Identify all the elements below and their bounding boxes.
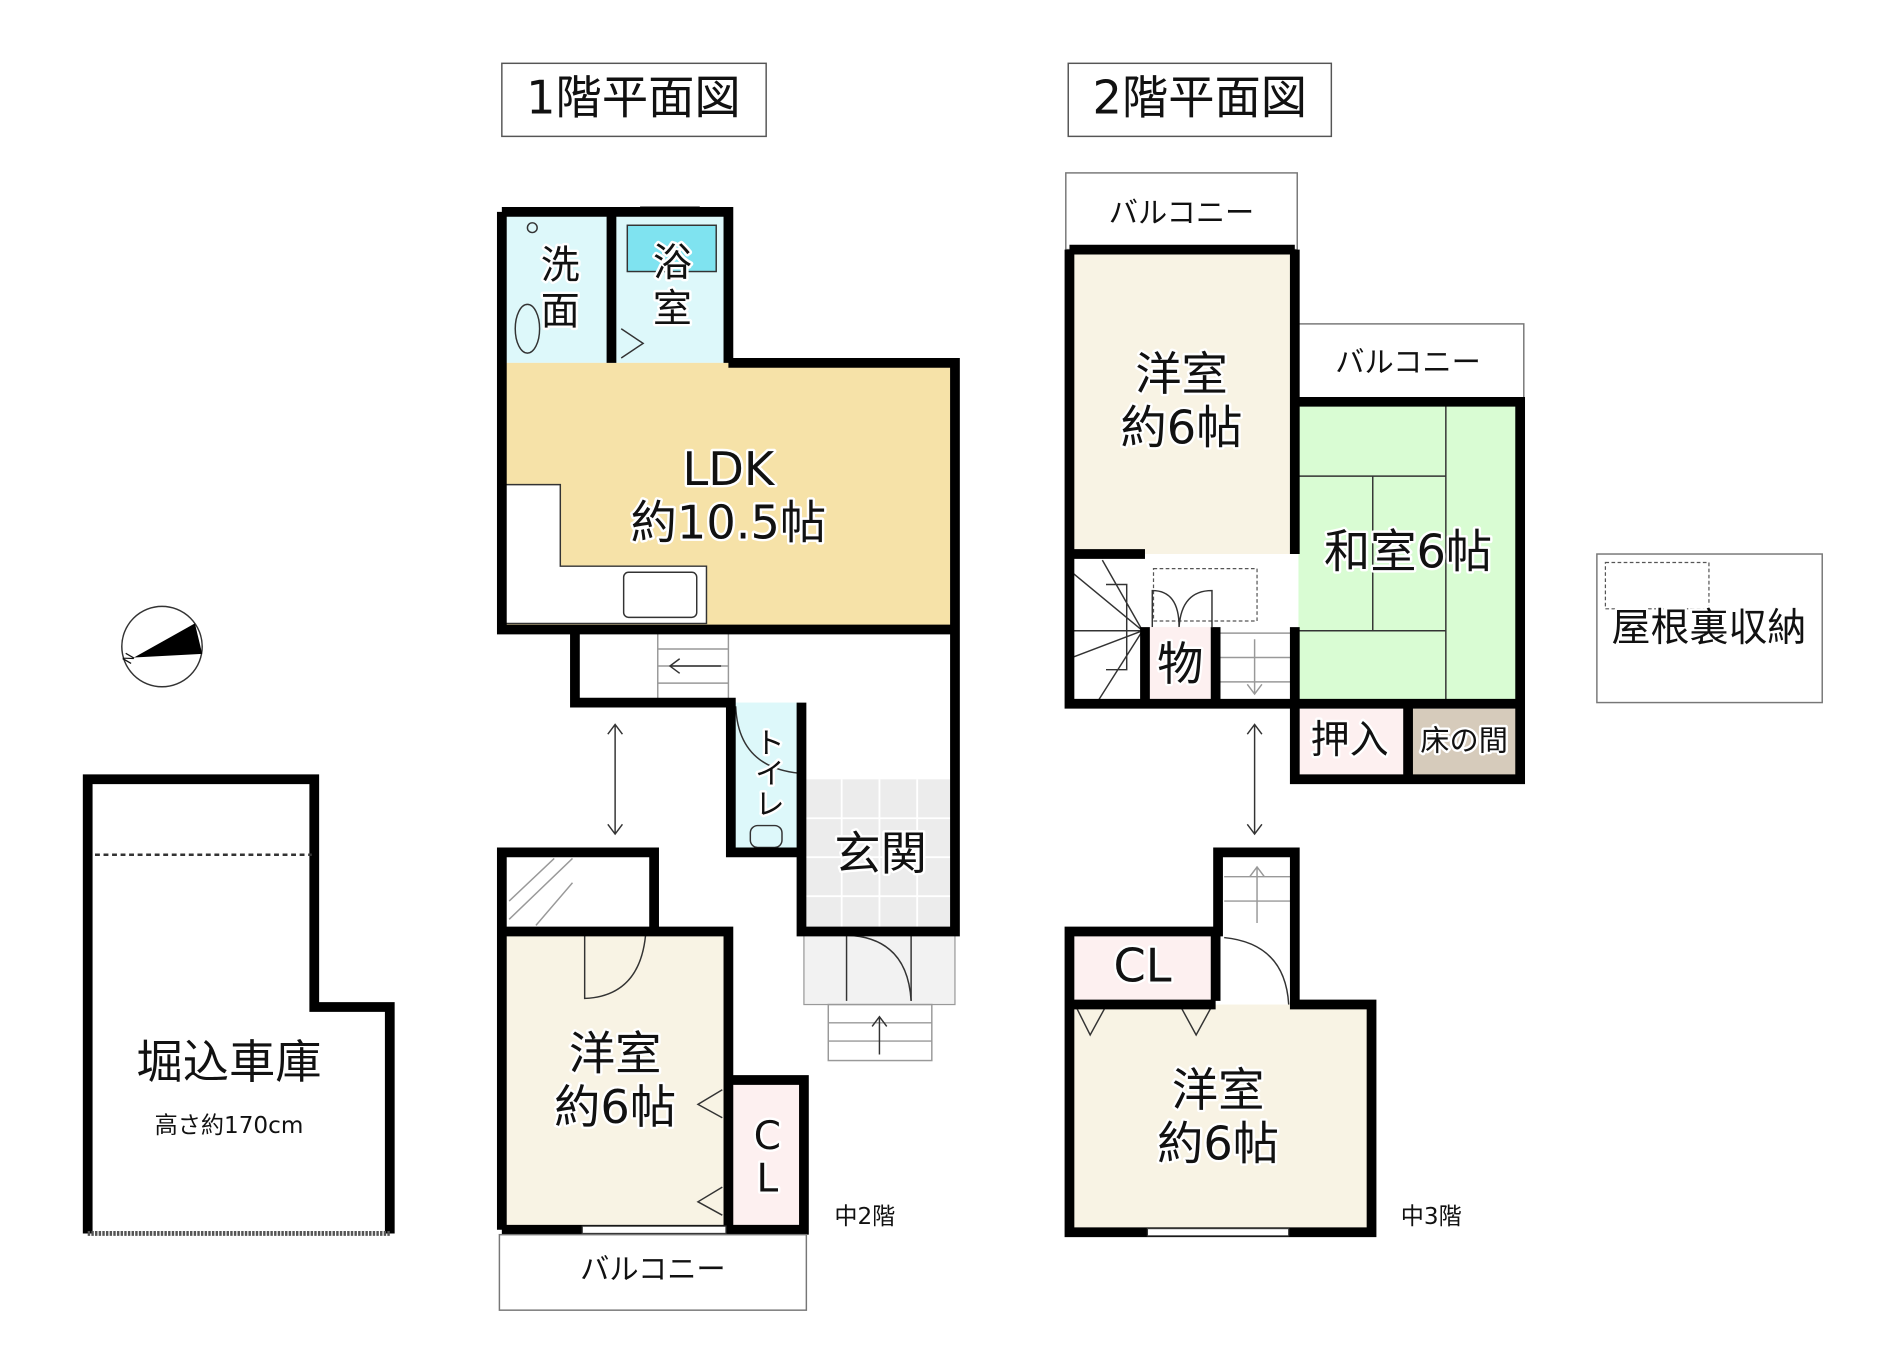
title-floor1: 1階平面図: [501, 62, 767, 138]
tokonoma: [1410, 708, 1521, 780]
balcony-f1: [498, 1233, 808, 1311]
room-western-f2-bottom: [1069, 1004, 1372, 1233]
balcony-f2-right-label: バルコニー: [1335, 345, 1481, 379]
mezzanine-2-label: 中2階: [834, 1204, 895, 1230]
western-f2-bottom-size: 約6帖: [1157, 1117, 1279, 1171]
title-floor1-text: 1階平面図: [526, 71, 741, 125]
tokonoma-label: 床の間: [1420, 724, 1508, 758]
closet-f1-label-1: C: [754, 1114, 781, 1159]
balcony-f2-top-label: バルコニー: [1109, 195, 1255, 229]
balcony-f2-right: [1297, 323, 1525, 403]
closet-f1: [728, 1080, 804, 1230]
toilet-label-3: レ: [755, 787, 784, 821]
room-japanese: [1298, 401, 1521, 704]
attic-label: 屋根裏収納: [1611, 606, 1806, 651]
balcony-f2-top: [1065, 172, 1298, 251]
garage-height: 高さ約170cm: [155, 1113, 304, 1139]
bath-label-2: 室: [653, 287, 692, 332]
north-compass-icon: N: [121, 605, 203, 688]
wash-label-2: 面: [541, 290, 580, 335]
western-f1-size: 約6帖: [554, 1080, 676, 1134]
title-floor2-text: 2階平面図: [1093, 71, 1308, 125]
room-wash: [501, 211, 612, 363]
garage: 堀込車庫 高さ約170cm: [82, 774, 395, 1236]
room-western-f2-top: [1069, 249, 1292, 555]
closet-f2: [1069, 931, 1216, 1001]
mezzanine-3-label: 中3階: [1401, 1204, 1462, 1230]
closet-f2-label: CL: [1113, 939, 1171, 993]
room-western-f1: [501, 931, 729, 1230]
closet-f1-label-2: L: [757, 1157, 779, 1202]
room-toilet: [728, 702, 802, 853]
oshiire: [1294, 708, 1409, 780]
oshiire-label: 押入: [1311, 718, 1389, 763]
bathtub: [626, 224, 717, 273]
attic-storage: 屋根裏収納: [1596, 553, 1823, 704]
toilet-label-1: ト: [755, 726, 784, 760]
entry-steps: [827, 1003, 933, 1062]
western-f2-bottom-label: 洋室: [1172, 1063, 1265, 1117]
storage-label: 物: [1157, 637, 1203, 691]
floor1-plan: 洗 面 浴 室 LDK 約10.5帖 ト イ レ 玄関: [496, 206, 960, 1311]
storage-room: [1144, 627, 1216, 704]
toilet-label-2: イ: [755, 757, 784, 791]
balcony-f1-label: バルコニー: [580, 1252, 726, 1286]
western-f2-top-size: 約6帖: [1121, 401, 1243, 455]
garage-label: 堀込車庫: [136, 1035, 321, 1089]
floor2-plan: バルコニー 洋室 約6帖 バルコニー 和室6帖 物 押入 床の間 CL: [1064, 172, 1823, 1238]
entrance-label: 玄関: [834, 827, 927, 881]
title-floor2: 2階平面図: [1067, 62, 1333, 138]
western-f1-label: 洋室: [569, 1026, 662, 1080]
sink: [622, 571, 698, 619]
western-f2-top-label: 洋室: [1135, 347, 1228, 401]
japanese-room-label: 和室6帖: [1324, 525, 1492, 579]
bath-label-1: 浴: [653, 241, 692, 286]
washbasin-icon: [514, 303, 541, 354]
ldk-label: LDK: [683, 442, 776, 496]
ldk-size: 約10.5帖: [631, 496, 827, 550]
wash-label-1: 洗: [541, 243, 580, 288]
